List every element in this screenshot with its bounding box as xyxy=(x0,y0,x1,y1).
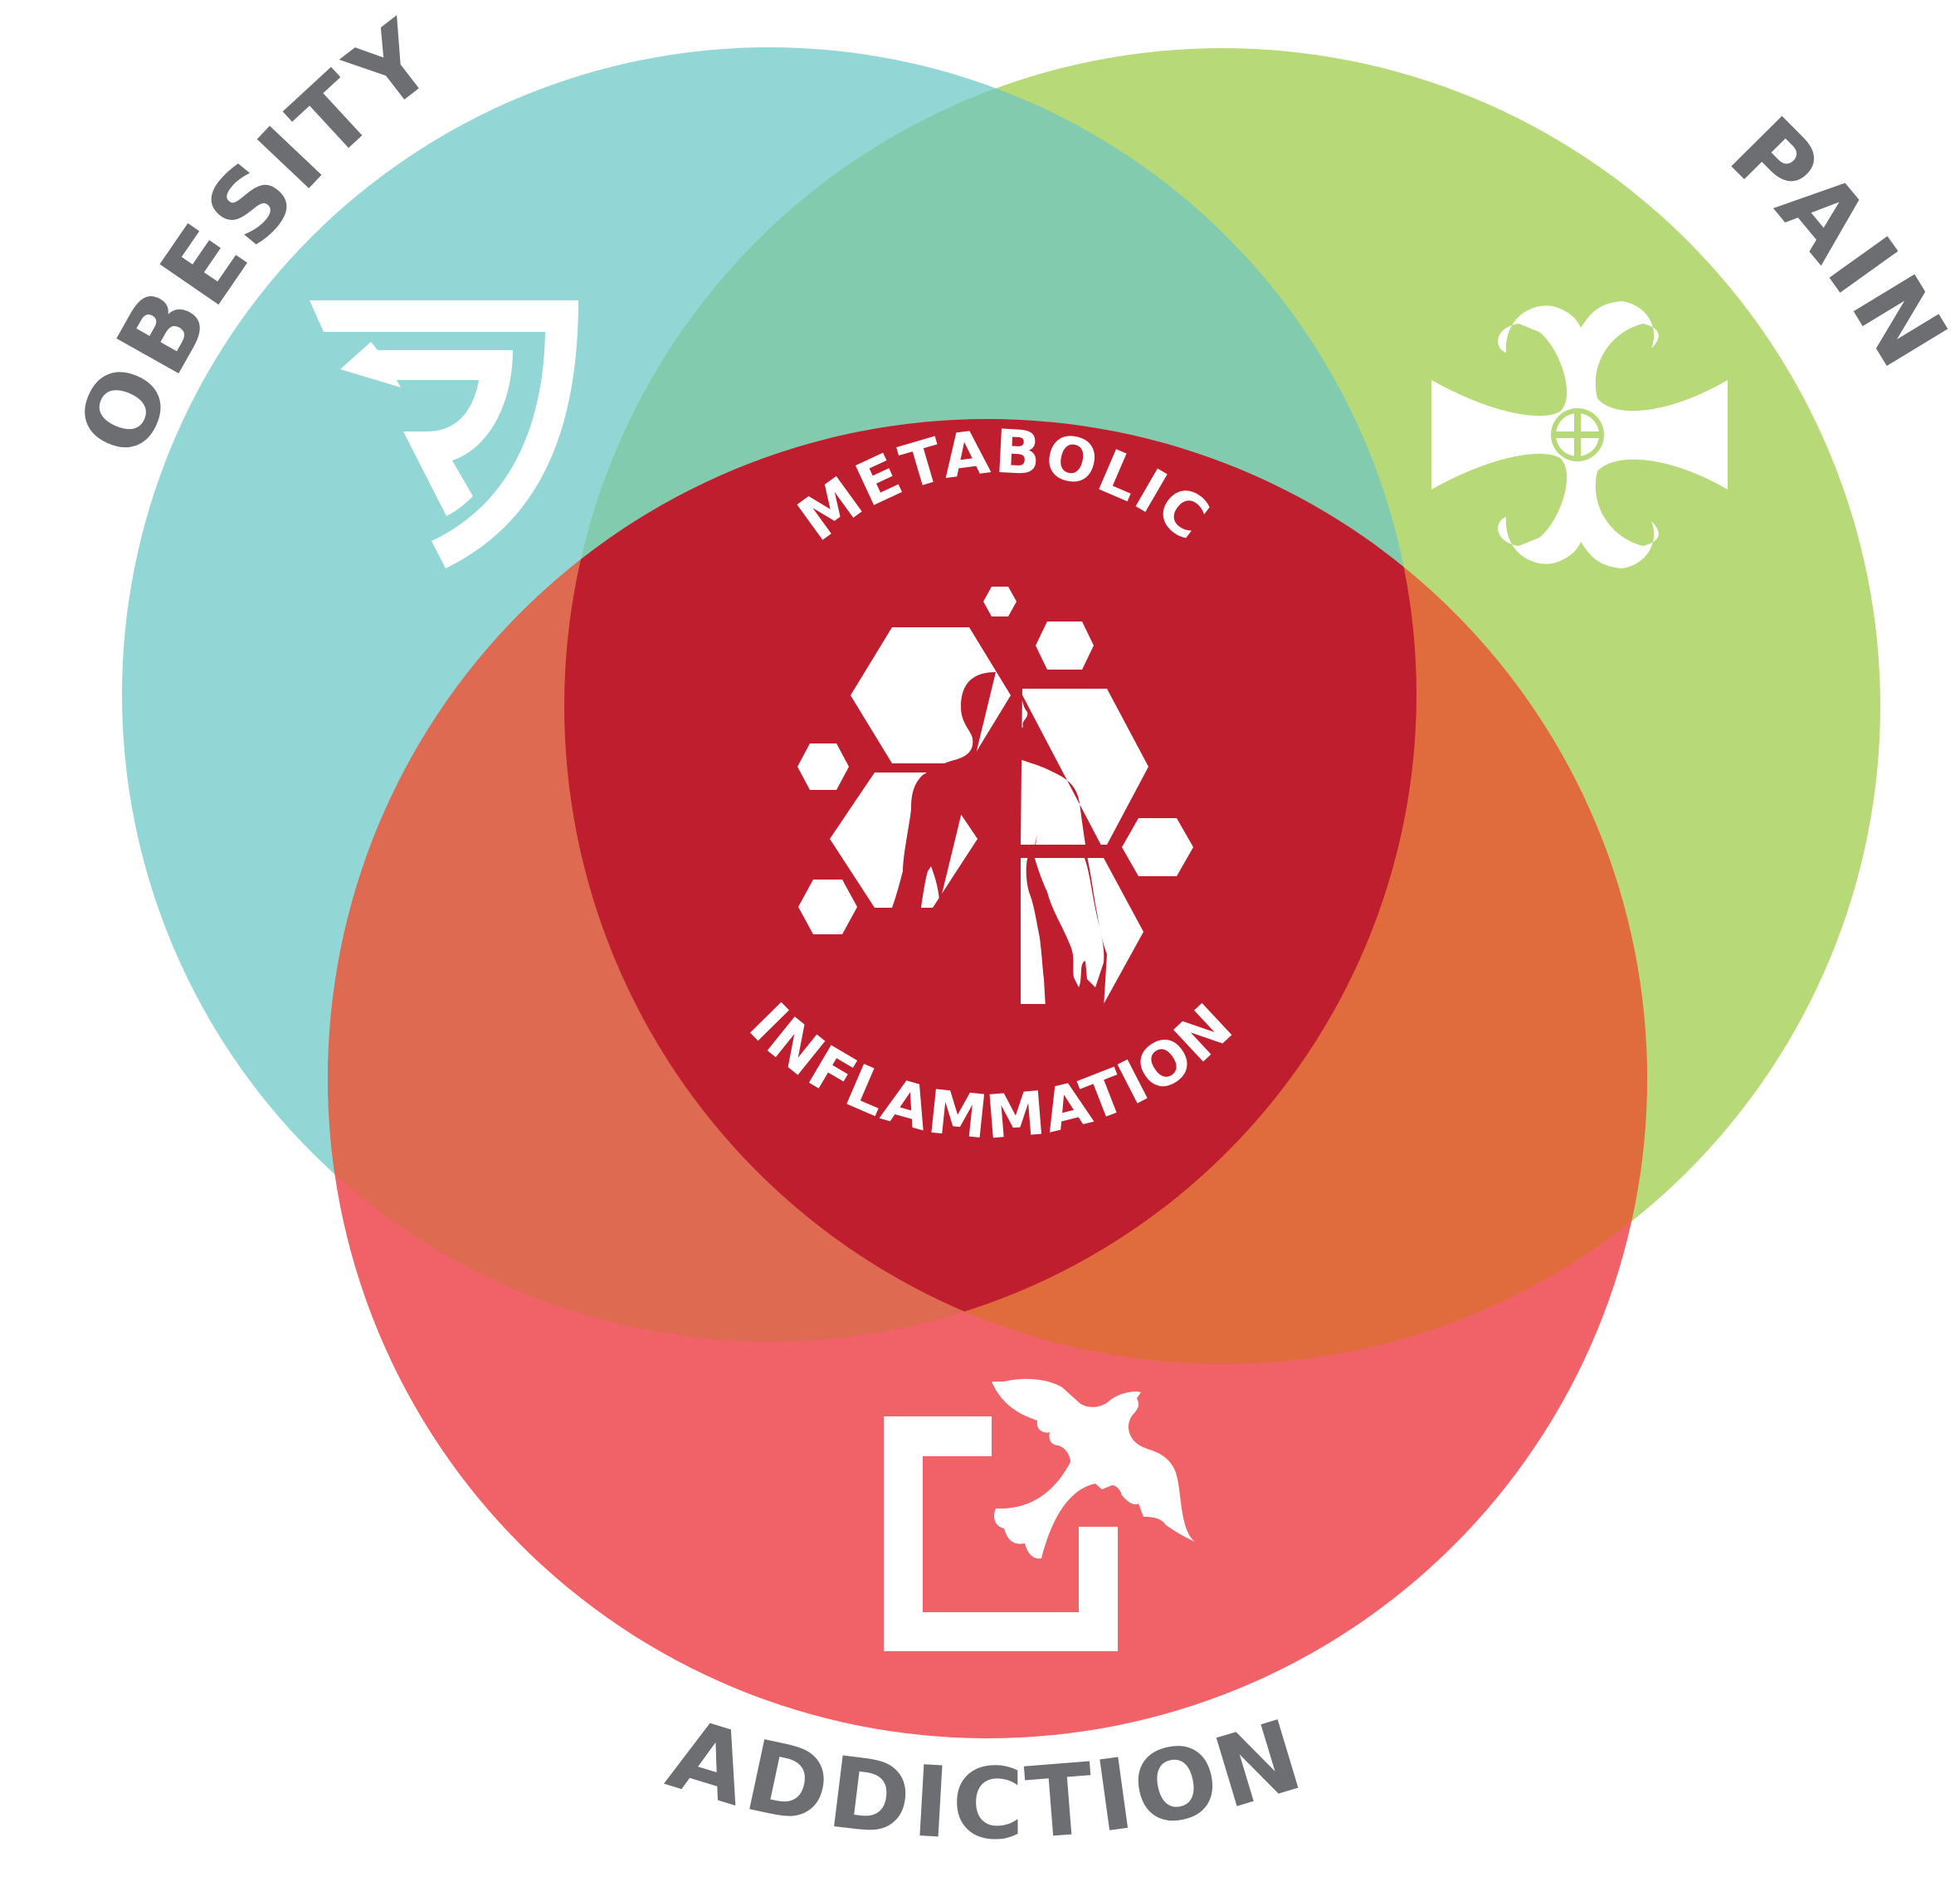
human-hexagon-icon xyxy=(797,587,1193,1008)
stylized-r-icon xyxy=(310,300,578,568)
bird-cage-icon xyxy=(884,1378,1195,1651)
ornamental-cross-icon xyxy=(1431,301,1728,568)
overlap-center xyxy=(564,419,1416,1342)
overlaps xyxy=(328,48,1647,1364)
human-silhouette-icon xyxy=(892,672,996,921)
bird-icon xyxy=(992,1378,1195,1559)
